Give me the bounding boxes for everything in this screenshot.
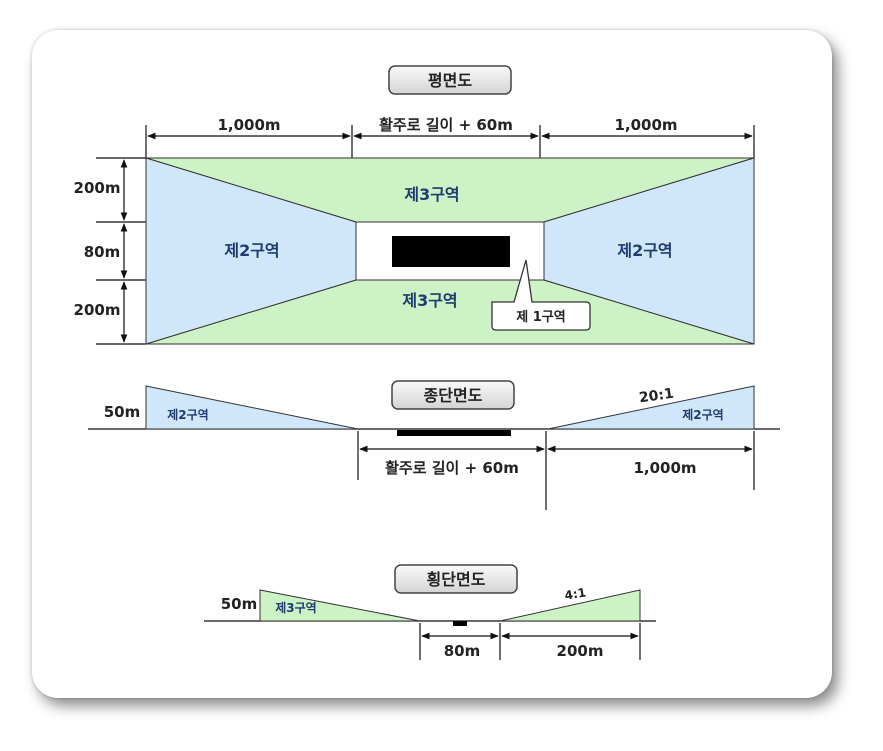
plan-title: 평면도 <box>428 71 472 90</box>
transverse-slope: 4:1 <box>564 585 588 603</box>
plan-dim-right: 1,000m <box>614 116 677 134</box>
transverse-title: 횡단면도 <box>427 570 486 589</box>
longitudinal-title-box: 종단면도 <box>391 380 515 410</box>
transverse-zone3-right <box>499 589 641 622</box>
longitudinal-zone2-left <box>145 385 359 430</box>
longitudinal-zone2-right-label: 제2구역 <box>682 407 723 422</box>
zone2-left-label: 제2구역 <box>224 241 279 260</box>
longitudinal-dimensions <box>357 431 755 510</box>
plan-dim-top: 200m <box>74 179 121 197</box>
transverse-dim-center: 80m <box>444 642 481 660</box>
longitudinal-slope: 20:1 <box>638 386 675 407</box>
zone3-bottom-label: 제3구역 <box>402 291 457 310</box>
longitudinal-zone2-right <box>547 385 755 430</box>
runway <box>392 236 510 267</box>
transverse-dim-right: 200m <box>557 642 604 660</box>
zone1-callout-label: 제 1구역 <box>516 309 565 325</box>
longitudinal-dim-center: 활주로 길이 + 60m <box>385 459 519 477</box>
transverse-runway <box>453 621 467 626</box>
plan-dim-center: 활주로 길이 + 60m <box>379 116 513 134</box>
plan-title-box: 평면도 <box>388 65 512 95</box>
transverse-title-box: 횡단면도 <box>394 564 518 594</box>
plan-view: 평면도 1,000m 활주로 길이 + 60m 1,000m 200m 80m … <box>74 65 755 345</box>
longitudinal-zone2-left-label: 제2구역 <box>167 407 208 422</box>
plan-horizontal-dimensions <box>145 125 755 160</box>
longitudinal-view: 종단면도 50m 제2구역 제2구역 20:1 활주로 길이 + 60m 1,0… <box>88 380 780 510</box>
transverse-zone3-left <box>259 589 421 622</box>
longitudinal-height: 50m <box>104 403 141 421</box>
transverse-dimensions <box>419 623 641 660</box>
zone1-callout: 제 1구역 <box>491 259 591 331</box>
plan-dim-bottom: 200m <box>74 301 121 319</box>
longitudinal-dim-right: 1,000m <box>633 459 696 477</box>
transverse-height: 50m <box>221 595 258 613</box>
transverse-view: 횡단면도 50m 제3구역 4:1 80m 200m <box>204 564 656 660</box>
transverse-zone3-label: 제3구역 <box>275 600 316 615</box>
longitudinal-title: 종단면도 <box>424 386 483 405</box>
plan-dim-left: 1,000m <box>217 116 280 134</box>
zone2-right-label: 제2구역 <box>617 241 672 260</box>
zone3-top-label: 제3구역 <box>404 185 459 204</box>
plan-dim-mid: 80m <box>84 243 121 261</box>
longitudinal-runway <box>397 430 511 436</box>
